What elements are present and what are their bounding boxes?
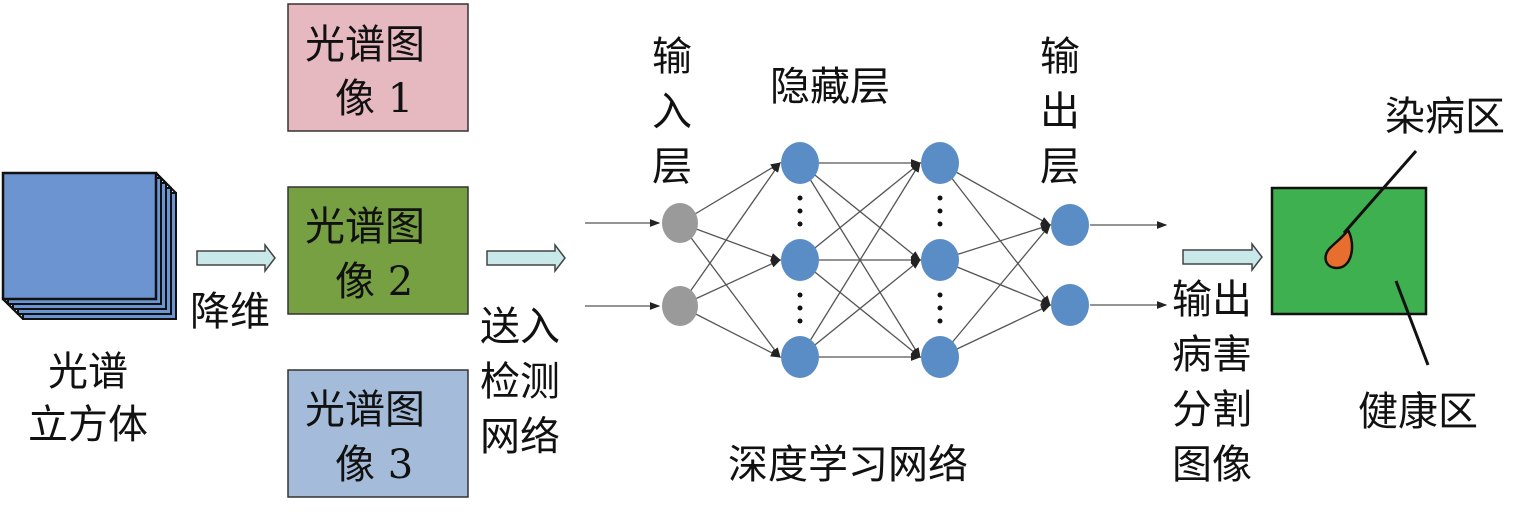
output-label-2: 病害 — [1172, 332, 1252, 378]
connection — [939, 259, 1052, 306]
connection — [679, 222, 781, 359]
spectral-image-3: 光谱图 像 3 — [287, 369, 469, 498]
input-layer-label-1: 输 — [652, 34, 692, 80]
hidden-node — [921, 142, 959, 184]
arrow-right-icon — [486, 242, 566, 274]
feed-label-3: 网络 — [480, 414, 560, 460]
connection — [939, 162, 1052, 226]
output-node — [1051, 204, 1089, 246]
svg-text:像 3: 像 3 — [335, 442, 413, 488]
output-label-1: 输出 — [1172, 277, 1252, 323]
healthy-label: 健康区 — [1358, 389, 1478, 435]
cube-label-1: 光谱 — [48, 349, 128, 395]
ellipsis-dot — [797, 305, 803, 311]
ellipsis-dot — [937, 195, 943, 201]
output-layer-label-1: 输 — [1040, 34, 1080, 80]
network-caption: 深度学习网络 — [728, 442, 968, 488]
hidden-node — [921, 239, 959, 281]
hidden-node — [781, 239, 819, 281]
feed-label-2: 检测 — [480, 359, 560, 405]
connection — [679, 259, 782, 307]
arrow-right-icon — [1182, 241, 1263, 273]
input-layer-label-3: 层 — [652, 144, 692, 190]
input-layer-label-2: 入 — [652, 89, 692, 135]
connection — [799, 161, 921, 358]
cube-label-2: 立方体 — [28, 402, 148, 448]
spectral-image-1: 光谱图 像 1 — [287, 3, 469, 132]
ellipsis-dot — [797, 195, 803, 201]
ellipsis-dot — [797, 318, 803, 324]
connection — [679, 162, 782, 224]
ellipsis-dot — [937, 208, 943, 214]
ellipsis-dot — [797, 221, 803, 227]
infected-label: 染病区 — [1385, 94, 1505, 140]
infected-region — [1324, 227, 1354, 270]
connection — [679, 161, 781, 307]
connection — [799, 259, 922, 358]
healthy-pointer — [1394, 280, 1430, 366]
connection — [939, 162, 1051, 307]
svg-text:像 2: 像 2 — [335, 259, 413, 305]
svg-text:光谱图: 光谱图 — [305, 22, 425, 68]
connection — [799, 162, 922, 261]
spectral-cube — [1, 171, 177, 320]
hidden-node — [781, 142, 819, 184]
ellipsis-dot — [937, 292, 943, 298]
input-node — [662, 203, 698, 243]
output-label-3: 分割 — [1172, 387, 1252, 433]
spectral-image-2: 光谱图 像 2 — [287, 186, 469, 315]
infected-pointer — [1342, 150, 1418, 234]
ellipsis-dot — [797, 292, 803, 298]
output-layer-label-3: 层 — [1040, 144, 1080, 190]
hidden-layer-label: 隐藏层 — [770, 64, 890, 110]
connection — [939, 224, 1051, 358]
ellipsis-dot — [937, 318, 943, 324]
ellipsis-dot — [937, 221, 943, 227]
hidden-node — [921, 336, 959, 378]
arrow-right-icon — [196, 242, 276, 274]
reduce-label: 降维 — [190, 289, 270, 335]
output-layer-label-2: 出 — [1040, 89, 1080, 135]
input-node — [662, 286, 698, 326]
connection — [939, 224, 1052, 261]
connection — [679, 305, 782, 358]
output-label-4: 图像 — [1172, 442, 1252, 488]
output-node — [1051, 284, 1089, 326]
hidden-node — [781, 336, 819, 378]
svg-text:光谱图: 光谱图 — [305, 387, 425, 433]
ellipsis-dot — [937, 305, 943, 311]
svg-text:光谱图: 光谱图 — [305, 204, 425, 250]
neural-network — [585, 142, 1168, 378]
connection — [939, 304, 1052, 358]
svg-text:像 1: 像 1 — [335, 76, 413, 122]
ellipsis-dot — [797, 208, 803, 214]
feed-label-1: 送入 — [480, 304, 560, 350]
